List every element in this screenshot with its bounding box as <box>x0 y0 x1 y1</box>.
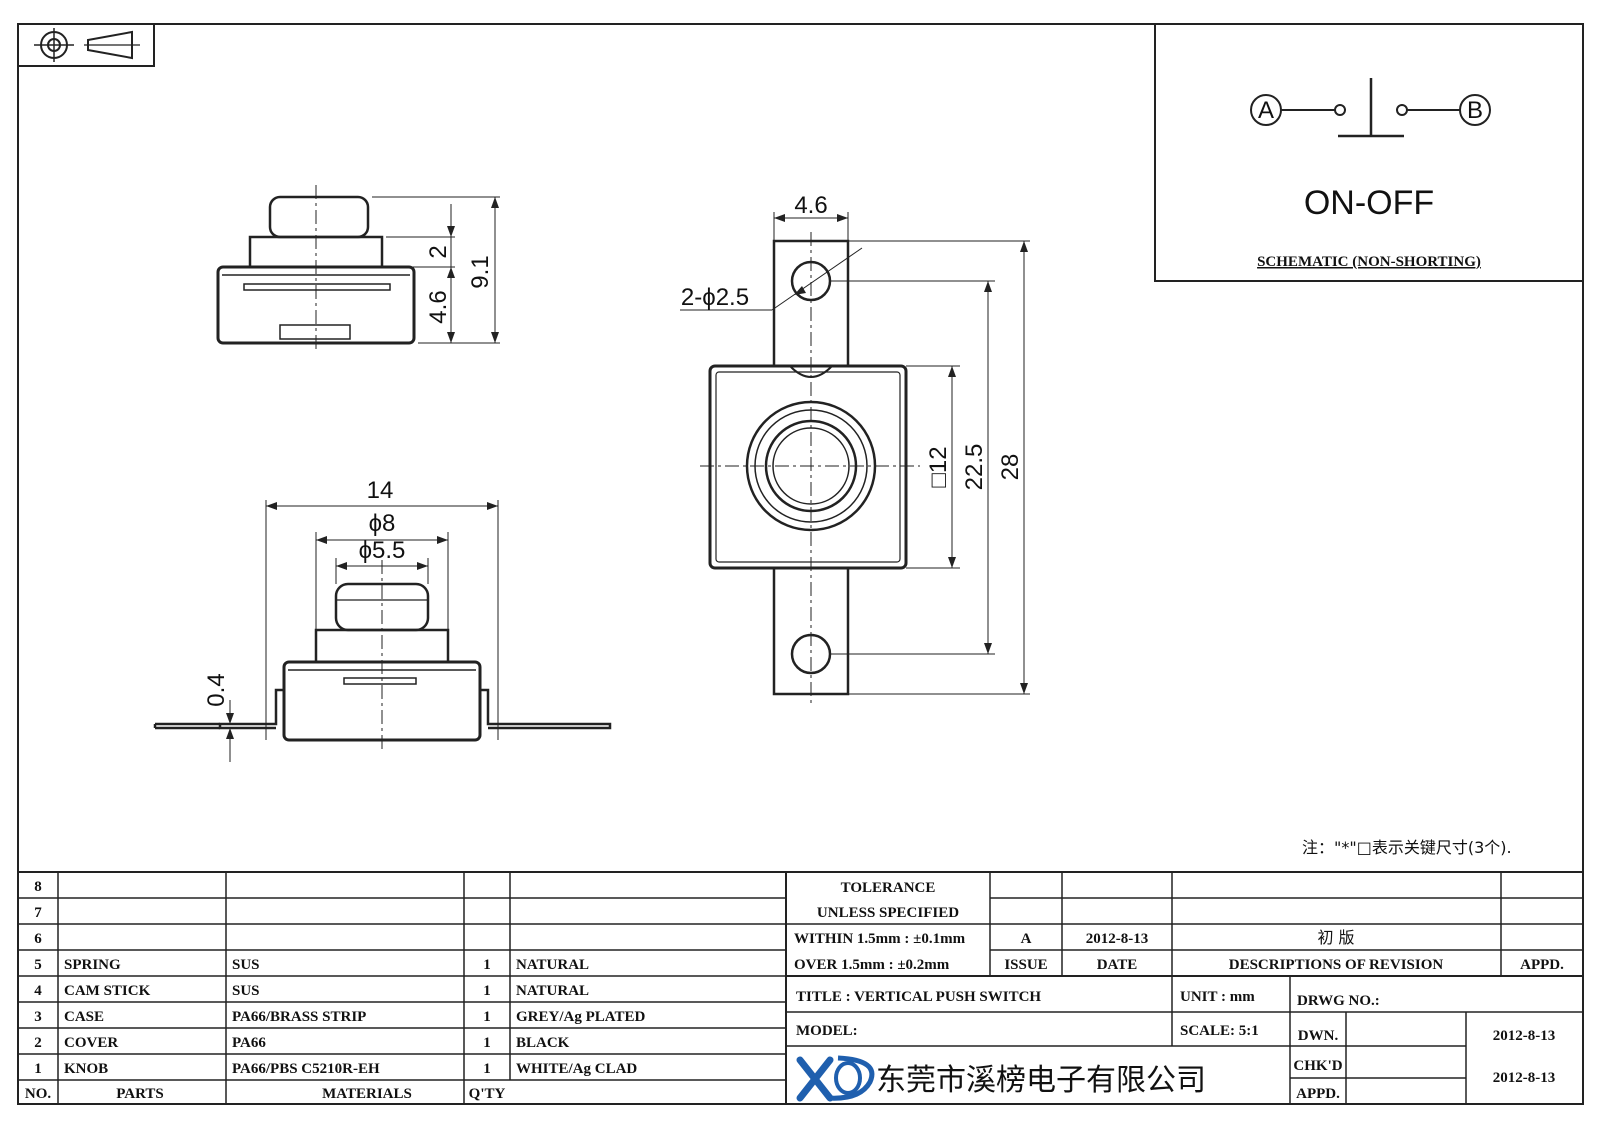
bom-cell-no: 2 <box>34 1035 42 1051</box>
bom-cell-material: PA66/PBS C5210R-EH <box>232 1061 380 1077</box>
dim-side-top: 2 <box>425 245 452 258</box>
dim-front-cap-dia: ϕ8 <box>369 510 396 537</box>
bom-cell-part: SPRING <box>64 957 121 973</box>
plan-view <box>680 212 1030 704</box>
bom-cell-no: 3 <box>34 1009 42 1025</box>
dim-plan-hole-pitch: 22.5 <box>961 444 988 491</box>
schematic-caption: SCHEMATIC (NON-SHORTING) <box>1257 254 1481 270</box>
title-block-grid <box>17 871 1584 1105</box>
bom-header-qty: Q'TY <box>469 1086 506 1102</box>
bom-cell-finish: NATURAL <box>516 957 589 973</box>
company-name: 东莞市溪榜电子有限公司 <box>876 1063 1206 1098</box>
date-label: DATE <box>1097 957 1138 973</box>
bom-cell-no: 5 <box>34 957 42 973</box>
drawing-title: TITLE : VERTICAL PUSH SWITCH <box>796 989 1041 1005</box>
dim-side-body: 4.6 <box>425 290 452 323</box>
bom-cell-finish: BLACK <box>516 1035 570 1051</box>
scale-label: SCALE: 5:1 <box>1180 1023 1259 1039</box>
side-view <box>216 185 500 352</box>
bom-cell-material: SUS <box>232 983 260 999</box>
bom-cell-finish: GREY/Ag PLATED <box>516 1009 645 1025</box>
bom-cell-qty: 1 <box>483 1009 491 1025</box>
bom-cell-no: 6 <box>34 931 42 947</box>
bom-header-no: NO. <box>25 1086 52 1102</box>
chkd-label: CHK'D <box>1293 1058 1342 1074</box>
tolerance-line-2: UNLESS SPECIFIED <box>817 905 959 921</box>
issue-label: ISSUE <box>1004 957 1047 973</box>
chkd-date: 2012-8-13 <box>1493 1070 1556 1086</box>
dwn-label: DWN. <box>1298 1028 1339 1044</box>
dim-plan-holes: 2-ϕ2.5 <box>681 284 749 311</box>
tolerance-line-4: OVER 1.5mm : ±0.2mm <box>794 957 950 973</box>
dim-front-tab: 0.4 <box>203 673 230 706</box>
bom-cell-qty: 1 <box>483 957 491 973</box>
model-label: MODEL: <box>796 1023 858 1039</box>
dim-side-total: 9.1 <box>467 255 494 288</box>
unit-label: UNIT : mm <box>1180 989 1255 1005</box>
bom-cell-no: 7 <box>34 905 42 921</box>
key-dimension-note: 注："*"□表示关键尺寸(3个). <box>1302 838 1512 857</box>
dim-plan-tab-width: 4.6 <box>794 192 827 219</box>
bom-cell-no: 4 <box>34 983 42 999</box>
bom-cell-qty: 1 <box>483 983 491 999</box>
bom-cell-material: PA66 <box>232 1035 266 1051</box>
appd-label-revision: APPD. <box>1520 957 1564 973</box>
dwn-date: 2012-8-13 <box>1493 1028 1556 1044</box>
bom-cell-qty: 1 <box>483 1061 491 1077</box>
bom-header-materials: MATERIALS <box>322 1086 412 1102</box>
drawing-number-label: DRWG NO.: <box>1297 993 1380 1009</box>
bom-cell-part: CAM STICK <box>64 983 151 999</box>
bom-cell-part: COVER <box>64 1035 118 1051</box>
terminal-a-label: A <box>1258 97 1274 124</box>
revision-description: 初 版 <box>1317 928 1354 947</box>
dim-front-width: 14 <box>367 477 394 504</box>
dim-plan-length: 28 <box>997 454 1024 481</box>
revision-date: 2012-8-13 <box>1086 931 1149 947</box>
tolerance-line-3: WITHIN 1.5mm : ±0.1mm <box>794 931 966 947</box>
bom-cell-qty: 1 <box>483 1035 491 1051</box>
bom-cell-finish: NATURAL <box>516 983 589 999</box>
dim-plan-square: □12 <box>925 446 952 487</box>
terminal-b-label: B <box>1467 97 1483 124</box>
dim-front-knob-dia: ϕ5.5 <box>359 537 406 564</box>
company-logo <box>796 1055 875 1102</box>
schematic-panel: A B ON-OFF SCHEMATIC (NON-SHORTING) <box>1154 23 1584 282</box>
revision-issue: A <box>1021 931 1032 947</box>
projection-symbol-icon <box>17 23 155 67</box>
bom-cell-part: CASE <box>64 1009 104 1025</box>
terminal-b-icon <box>1459 94 1491 126</box>
bom-cell-part: KNOB <box>64 1061 108 1077</box>
bom-cell-material: PA66/BRASS STRIP <box>232 1009 366 1025</box>
front-view <box>153 500 612 762</box>
tolerance-line-1: TOLERANCE <box>841 880 936 896</box>
bom-cell-material: SUS <box>232 957 260 973</box>
bom-cell-no: 8 <box>34 879 42 895</box>
switch-mode-label: ON-OFF <box>1304 184 1434 222</box>
bom-cell-no: 1 <box>34 1061 42 1077</box>
appd-label: APPD. <box>1296 1086 1340 1102</box>
bom-cell-finish: WHITE/Ag CLAD <box>516 1061 637 1077</box>
description-label: DESCRIPTIONS OF REVISION <box>1229 957 1444 973</box>
bom-header-parts: PARTS <box>116 1086 164 1102</box>
